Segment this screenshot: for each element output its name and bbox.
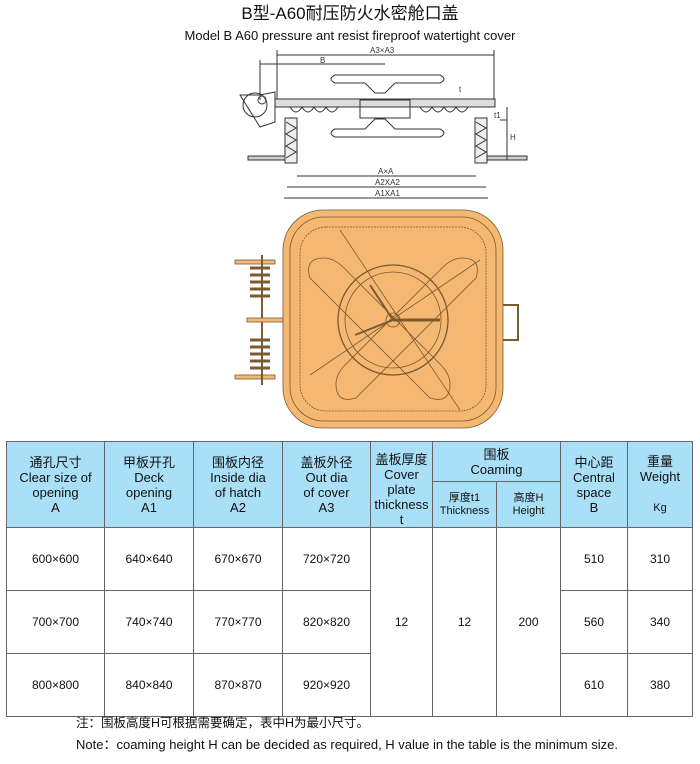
cell-a3: 720×720 <box>282 527 371 591</box>
cell-b: 560 <box>560 590 628 654</box>
table-row: 600×600 640×640 670×670 720×720 12 12 20… <box>6 527 693 717</box>
label-a: A×A <box>378 167 394 176</box>
side-view: A3×A3 B t1 H t A×A A2XA2 A1XA1 <box>239 46 528 199</box>
cell-h: 200 <box>496 527 561 717</box>
table-row: 800×800 840×840 870×870 920×920 610 380 <box>6 653 693 717</box>
cell-b: 610 <box>560 653 628 717</box>
label-b: B <box>320 56 325 65</box>
note-english: Note：coaming height H can be decided as … <box>76 737 618 752</box>
cell-a3: 820×820 <box>282 590 371 654</box>
cell-weight: 340 <box>627 590 693 654</box>
label-h: H <box>510 133 516 142</box>
cell-b: 510 <box>560 527 628 591</box>
cell-a2: 870×870 <box>193 653 283 717</box>
cell-a: 600×600 <box>6 527 105 591</box>
cell-a2: 670×670 <box>193 527 283 591</box>
cell-t1: 12 <box>432 527 497 717</box>
cell-weight: 310 <box>627 527 693 591</box>
cell-a1: 640×640 <box>104 527 194 591</box>
note-chinese: 注：围板高度H可根据需要确定，表中H为最小尺寸。 <box>76 716 370 730</box>
cell-a1: 740×740 <box>104 590 194 654</box>
cell-a: 700×700 <box>6 590 105 654</box>
label-t: t <box>459 85 462 94</box>
top-view-hatch <box>234 209 519 429</box>
cell-a1: 840×840 <box>104 653 194 717</box>
title-english: Model B A60 pressure ant resist fireproo… <box>184 28 516 43</box>
label-a2: A2XA2 <box>375 178 400 187</box>
label-a1: A1XA1 <box>375 189 400 198</box>
cell-a2: 770×770 <box>193 590 283 654</box>
table-row: 700×700 740×740 770×770 820×820 560 340 <box>6 590 693 654</box>
cell-t: 12 <box>370 527 433 717</box>
title-chinese: B型-A60耐压防火水密舱口盖 <box>241 4 459 23</box>
cell-a: 800×800 <box>6 653 105 717</box>
label-t1: t1 <box>494 111 501 120</box>
label-a3: A3×A3 <box>370 46 395 55</box>
cell-a3: 920×920 <box>282 653 371 717</box>
cell-weight: 380 <box>627 653 693 717</box>
hatch-drawing: A3×A3 B t1 H t A×A A2XA2 A1XA1 <box>234 46 528 429</box>
